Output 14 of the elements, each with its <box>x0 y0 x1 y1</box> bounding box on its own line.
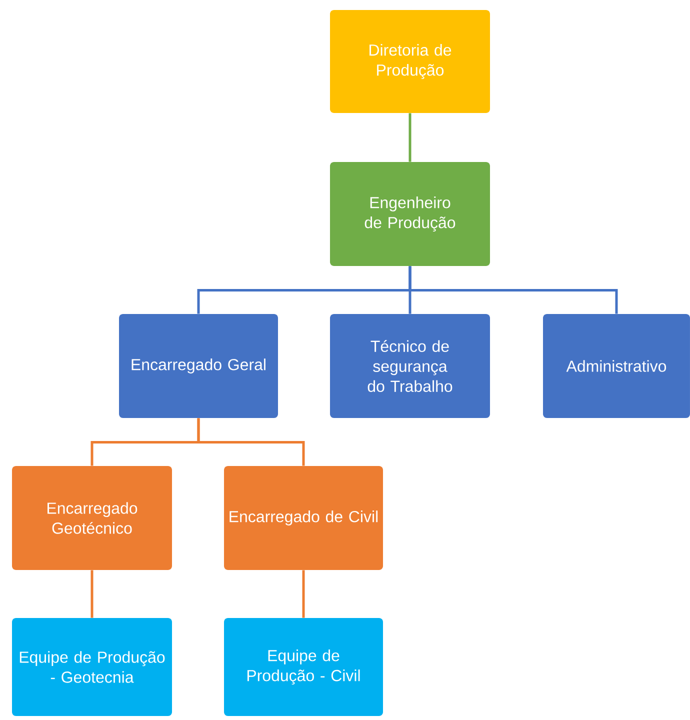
org-box: Encarregado Geotécnico <box>12 466 172 570</box>
org-box: Encarregado de Civil <box>224 466 383 570</box>
org-box: Técnico de segurança do Trabalho <box>330 314 490 418</box>
connector-line <box>197 418 305 466</box>
org-box: Engenheiro de Produção <box>330 162 490 266</box>
org-box: Equipe de Produção - Geotecnia <box>12 618 172 716</box>
org-box: Encarregado Geral <box>119 314 278 418</box>
org-box: Equipe de Produção - Civil <box>224 618 383 716</box>
connector-line <box>408 113 412 162</box>
org-box: Administrativo <box>543 314 690 418</box>
connector-line <box>408 266 618 314</box>
connector-line <box>302 570 305 618</box>
org-box: Diretoria de Produção <box>330 10 490 113</box>
connector-line <box>90 570 94 618</box>
